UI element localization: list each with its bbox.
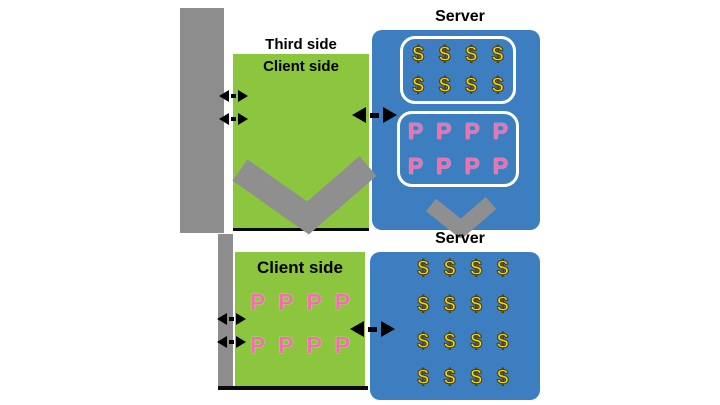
money-symbol-row: $ $ $ $ [412, 43, 504, 66]
points-symbol-row: P P P P [407, 153, 509, 179]
double-arrow-icon [219, 113, 248, 125]
money-symbol-row: $ $ $ $ [417, 329, 509, 353]
bottom-server-box [370, 252, 540, 400]
top-server-points-group: P P P P P P P P [397, 111, 519, 187]
top-client-label-line2: Client side [263, 58, 339, 75]
bottom-client-baseline [218, 386, 368, 390]
bottom-server-label: Server [435, 230, 485, 247]
money-symbol-row: $ $ $ $ [417, 365, 509, 389]
top-server-money-group: $ $ $ $ $ $ $ $ [400, 36, 516, 104]
top-server-label: Server [435, 8, 485, 25]
money-symbol-row: $ $ $ $ [412, 74, 504, 97]
bottom-server-money-group: $ $ $ $ $ $ $ $ $ $ $ $ $ $ $ $ [404, 257, 522, 389]
transition-chevron-left-icon [232, 156, 377, 235]
points-symbol-row: P P P P [249, 332, 351, 358]
points-symbol-row: P P P P [407, 118, 509, 144]
top-client-label-line1: Third side [265, 36, 337, 53]
bottom-client-box [235, 252, 365, 386]
bottom-gray-bar [218, 234, 233, 386]
bottom-sync-arrow-icon [347, 321, 397, 337]
double-arrow-icon [217, 313, 246, 325]
top-exchange-arrows-icon [219, 90, 248, 125]
bottom-exchange-arrows-icon [217, 313, 246, 348]
top-client-baseline [233, 228, 369, 231]
money-symbol-row: $ $ $ $ [417, 257, 509, 280]
double-arrow-icon [217, 336, 246, 348]
double-arrow-icon [219, 90, 248, 102]
points-symbol-row: P P P P [249, 289, 351, 315]
money-symbol-row: $ $ $ $ [417, 293, 509, 317]
top-gray-bar [180, 8, 224, 233]
bottom-client-points-group: P P P P P P P P [238, 291, 362, 357]
transition-chevron-right-icon [426, 196, 497, 238]
bottom-client-label: Client side [257, 258, 343, 277]
top-sync-arrow-icon [349, 107, 399, 123]
